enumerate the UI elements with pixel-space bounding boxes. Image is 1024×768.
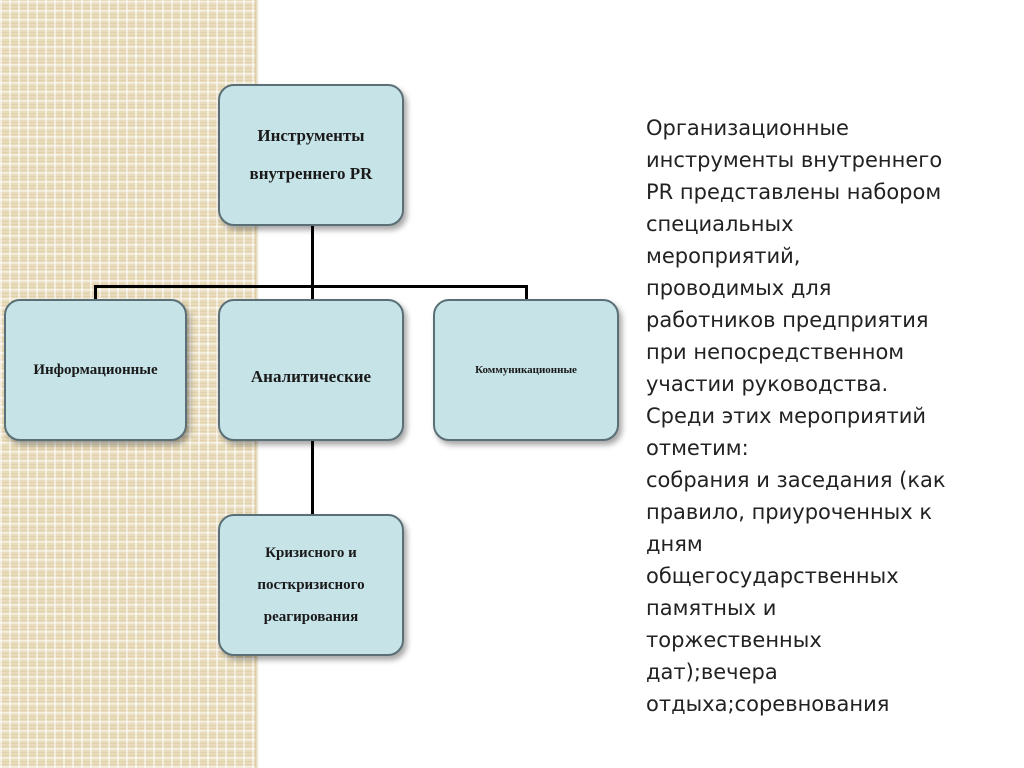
- connector-comm-down: [525, 285, 528, 300]
- node-informational-label: Информационные: [33, 361, 158, 378]
- node-crisis-line-1: Кризисного и: [265, 545, 357, 561]
- node-communication: Коммуникационные: [433, 299, 619, 441]
- connector-root-down: [311, 226, 314, 287]
- node-crisis-response: Кризисного и посткризисного реагирования: [218, 514, 404, 656]
- node-analytical: Аналитические: [218, 299, 404, 441]
- node-analytical-label: Аналитические: [250, 367, 372, 386]
- node-communication-label: Коммуникационные: [475, 364, 577, 376]
- node-root-line-1: Инструменты: [257, 126, 365, 145]
- node-internal-pr-tools: Инструменты внутреннего PR: [218, 84, 404, 226]
- node-crisis-line-3: реагирования: [263, 609, 359, 625]
- description-text: Организационные инструменты внутреннего …: [646, 116, 946, 716]
- node-root-line-2: внутреннего PR: [249, 164, 373, 183]
- node-crisis-line-2: посткризисного: [257, 577, 365, 593]
- node-informational: Информационные: [4, 299, 187, 441]
- connector-anal-crisis: [311, 441, 314, 515]
- connector-info-down: [94, 285, 97, 300]
- connector-anal-down: [311, 285, 314, 300]
